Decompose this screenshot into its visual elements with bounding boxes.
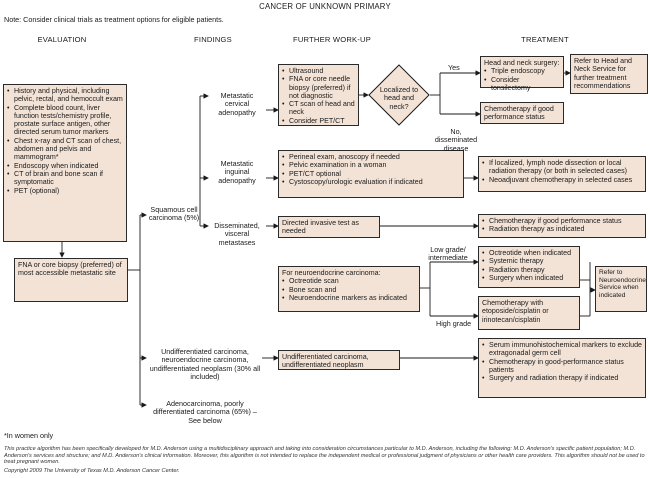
finding-squamous: Squamous cell carcinoma (5%)	[148, 205, 200, 223]
treatment-undiff-item: Chemotherapy in good-performance status …	[482, 358, 642, 375]
biopsy-box: FNA or core biopsy (preferred) of most a…	[14, 258, 128, 302]
clinical-trials-note: Note: Consider clinical trials as treatm…	[4, 15, 224, 24]
header-further-workup: FURTHER WORK-UP	[293, 35, 371, 44]
eval-item-history: History and physical, including pelvic, …	[7, 87, 123, 104]
eval-item-endoscopy: Endoscopy when indicated	[7, 162, 123, 171]
workup-inguinal-box: Perineal exam, anoscopy if needed Pelvic…	[278, 150, 464, 198]
treatment-low-grade-box: Octreotide when indicated Systemic thera…	[478, 246, 580, 288]
finding-visceral: Disseminated, visceral metastases	[214, 221, 260, 247]
finding-undifferentiated: Undifferentiated carcinoma, neuroendocri…	[149, 347, 261, 382]
treatment-head-neck-box: Head and neck surgery: Triple endoscopy …	[480, 56, 564, 92]
treatment-high-grade-box: Chemotherapy with etoposide/cisplatin or…	[478, 296, 580, 330]
finding-inguinal: Metastatic inguinal adenopathy	[218, 159, 256, 185]
finding-cervical: Metastatic cervical adenopathy	[218, 91, 256, 117]
treatment-refer-head-neck-box: Refer to Head and Neck Service for furth…	[570, 54, 648, 94]
treatment-visceral-item: Radiation therapy as indicated	[482, 225, 642, 234]
header-evaluation: EVALUATION	[37, 35, 87, 44]
eval-item-chest-ct: Chest x-ray and CT scan of chest, abdome…	[7, 137, 123, 162]
treatment-low-grade-item: Octreotide when indicated	[482, 249, 576, 258]
workup-neuro-item: Bone scan and	[282, 286, 416, 295]
workup-inguinal-item: Perineal exam, anoscopy if needed	[282, 153, 460, 162]
eval-item-brain-ct: CT of brain and bone scan if symptomatic	[7, 170, 123, 187]
workup-inguinal-item: Pelvic examination in a woman	[282, 161, 460, 170]
workup-cervical-item: Ultrasound	[282, 67, 355, 76]
finding-adenocarcinoma: Adenocarcinoma, poorly differentiated ca…	[153, 399, 257, 425]
workup-neuro-title: For neuroendocrine carcinoma:	[282, 269, 381, 277]
grade-high-label: High grade	[436, 319, 472, 328]
treatment-inguinal-item: If localized, lymph node dissection or l…	[482, 159, 642, 176]
treatment-visceral-box: Chemotherapy if good performance status …	[478, 214, 646, 238]
workup-cervical-item: FNA or core needle biopsy (preferred) if…	[282, 75, 355, 100]
decision-no-label: No, disseminated disease	[434, 127, 478, 153]
workup-cervical-item: CT scan of head and neck	[282, 100, 355, 117]
treatment-hn-title: Head and neck surgery:	[484, 59, 560, 67]
workup-neuro-item: Octreotide scan	[282, 277, 416, 286]
grade-low-label: Low grade/ intermediate	[428, 245, 468, 263]
workup-inguinal-item: Cystoscopy/urologic evaluation if indica…	[282, 178, 460, 187]
header-treatment: TREATMENT	[521, 35, 569, 44]
workup-neuroendocrine-box: For neuroendocrine carcinoma: Octreotide…	[278, 266, 420, 312]
workup-neuro-item: Neuroendocrine markers as indicated	[282, 294, 416, 303]
copyright: Copyright 2009 The University of Texas M…	[4, 468, 180, 474]
treatment-low-grade-item: Radiation therapy	[482, 266, 576, 275]
treatment-refer-neuro-box: Refer to Neuroendocrine Service when ind…	[595, 266, 647, 312]
workup-cervical-item: Consider PET/CT	[282, 117, 355, 126]
evaluation-box: History and physical, including pelvic, …	[3, 84, 127, 242]
workup-inguinal-item: PET/CT optional	[282, 170, 460, 179]
treatment-undiff-item: Serum immunohistochemical markers to exc…	[482, 341, 642, 358]
treatment-low-grade-item: Surgery when indicated	[482, 274, 576, 283]
treatment-hn-item: Consider tonsilectomy	[484, 76, 560, 93]
eval-item-pet: PET (optional)	[7, 187, 123, 196]
treatment-hn-item: Triple endoscopy	[484, 67, 560, 76]
treatment-inguinal-box: If localized, lymph node dissection or l…	[478, 156, 646, 192]
footnote-women: *In women only	[4, 431, 54, 440]
decision-diamond	[368, 64, 430, 126]
treatment-visceral-item: Chemotherapy if good performance status	[482, 217, 642, 226]
eval-item-blood-count: Complete blood count, liver function tes…	[7, 104, 123, 137]
decision-question: Localized to head and neck?	[379, 85, 419, 111]
disclaimer: This practice algorithm has been specifi…	[4, 446, 645, 466]
workup-undifferentiated-box: Undifferentiated carcinoma, undifferenti…	[278, 350, 400, 370]
workup-cervical-box: Ultrasound FNA or core needle biopsy (pr…	[278, 64, 359, 126]
treatment-undiff-item: Surgery and radiation therapy if indicat…	[482, 374, 642, 383]
treatment-low-grade-item: Systemic therapy	[482, 257, 576, 266]
treatment-chemo-good-box: Chemotherapy if good performance status	[480, 102, 564, 124]
treatment-inguinal-item: Neoadjuvant chemotherapy in selected cas…	[482, 176, 642, 185]
workup-visceral-box: Directed invasive test as needed	[278, 216, 380, 238]
page-title: CANCER OF UNKNOWN PRIMARY	[259, 2, 391, 11]
header-findings: FINDINGS	[194, 35, 232, 44]
treatment-undifferentiated-box: Serum immunohistochemical markers to exc…	[478, 338, 646, 398]
decision-yes-label: Yes	[448, 63, 460, 72]
